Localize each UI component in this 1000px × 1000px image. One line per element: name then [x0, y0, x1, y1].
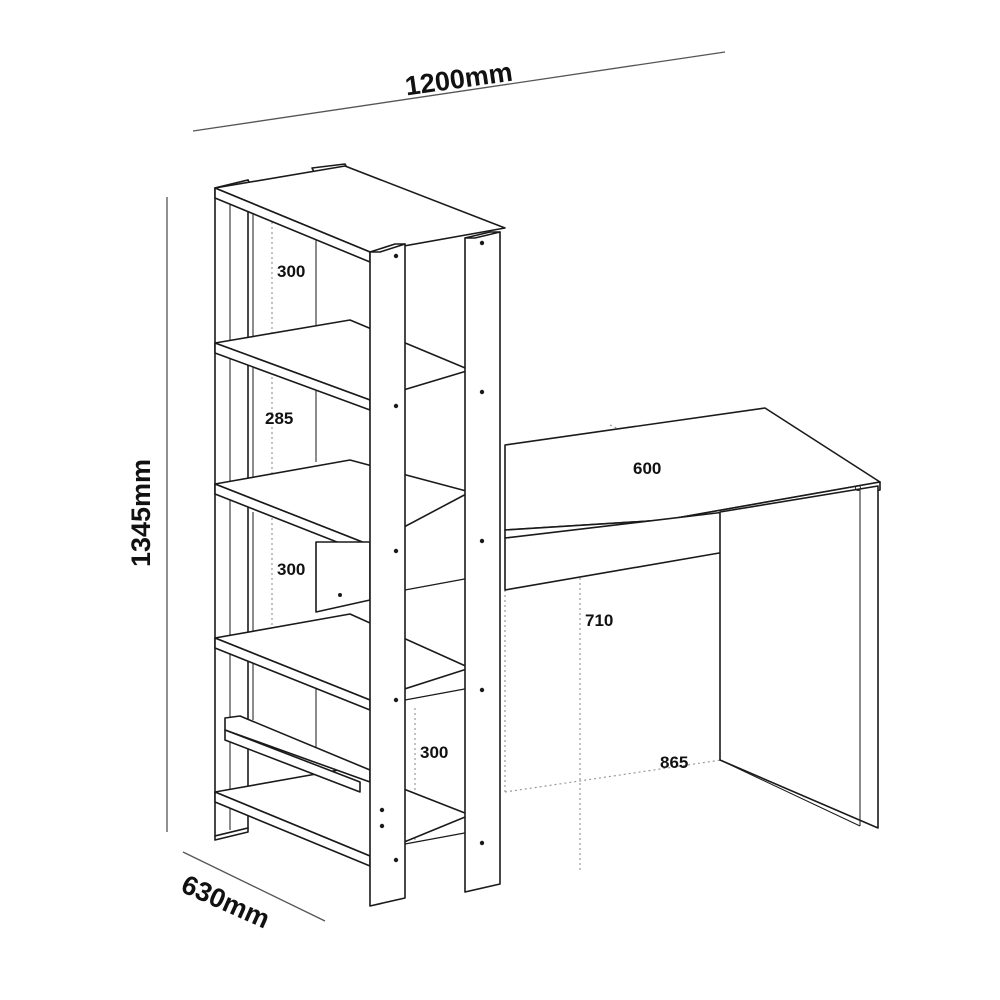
- shelf-spacing-top-label: 300: [277, 262, 305, 281]
- desk-depth-label: 600: [633, 459, 661, 478]
- overall-width-label: 1200mm: [403, 57, 514, 102]
- screw-holes: [379, 240, 861, 863]
- shelf-spacing-bottom-label: 300: [420, 743, 448, 762]
- overall-depth-label: 630mm: [177, 869, 274, 934]
- left-foot: [214, 827, 249, 841]
- front-inner-post: [369, 243, 406, 907]
- overall-dimension-lines: [166, 51, 726, 922]
- shelf-spacing-third-label: 300: [277, 560, 305, 579]
- front-outer-post: [464, 231, 501, 893]
- furniture-outline: [214, 163, 881, 907]
- depth-dimension-line: [182, 851, 326, 922]
- overall-height-label: 1345mm: [126, 459, 156, 567]
- desk-height-label: 710: [585, 611, 613, 630]
- desk-back-panel: [315, 541, 371, 613]
- width-dimension-line: [192, 51, 726, 132]
- desk-width-label: 865: [660, 753, 688, 772]
- desk-right-leg: [719, 485, 879, 829]
- shelf-spacing-second-label: 285: [265, 409, 293, 428]
